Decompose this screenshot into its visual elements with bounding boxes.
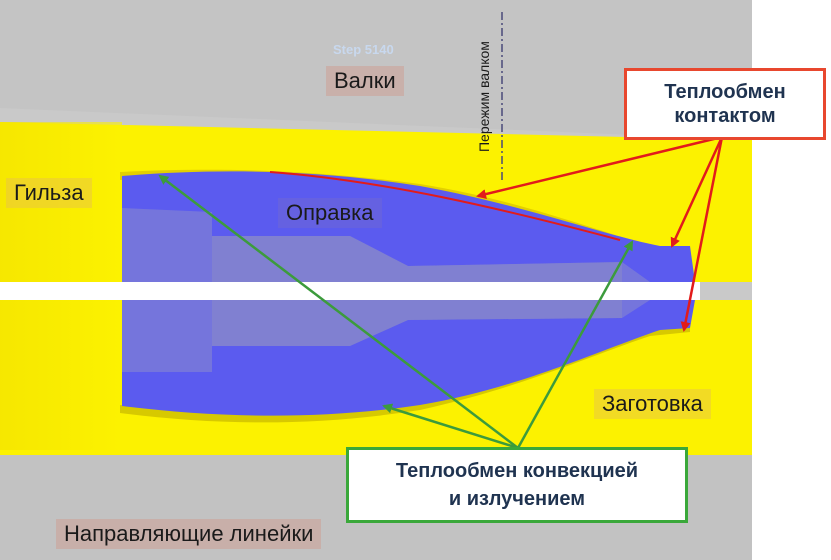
shell-end-shade-lower bbox=[0, 300, 122, 450]
mandrel-label: Оправка bbox=[278, 198, 382, 228]
convection-callout: Теплообмен конвекцией и излучением bbox=[346, 447, 688, 523]
convection-callout-line1: Теплообмен конвекцией bbox=[396, 457, 638, 485]
rolls-label: Валки bbox=[326, 66, 404, 96]
convection-callout-line2: и излучением bbox=[396, 485, 638, 513]
roll-pinch-label: Пережим валком bbox=[476, 41, 492, 152]
contact-callout-line2: контактом bbox=[664, 104, 785, 128]
shell-label: Гильза bbox=[6, 178, 92, 208]
step-label: Step 5140 bbox=[333, 42, 394, 57]
billet-label: Заготовка bbox=[594, 389, 711, 419]
guides-label: Направляющие линейки bbox=[56, 519, 321, 549]
contact-callout-line1: Теплообмен bbox=[664, 80, 785, 104]
contact-callout: Теплообмен контактом bbox=[624, 68, 826, 140]
axis-gap bbox=[0, 282, 700, 300]
